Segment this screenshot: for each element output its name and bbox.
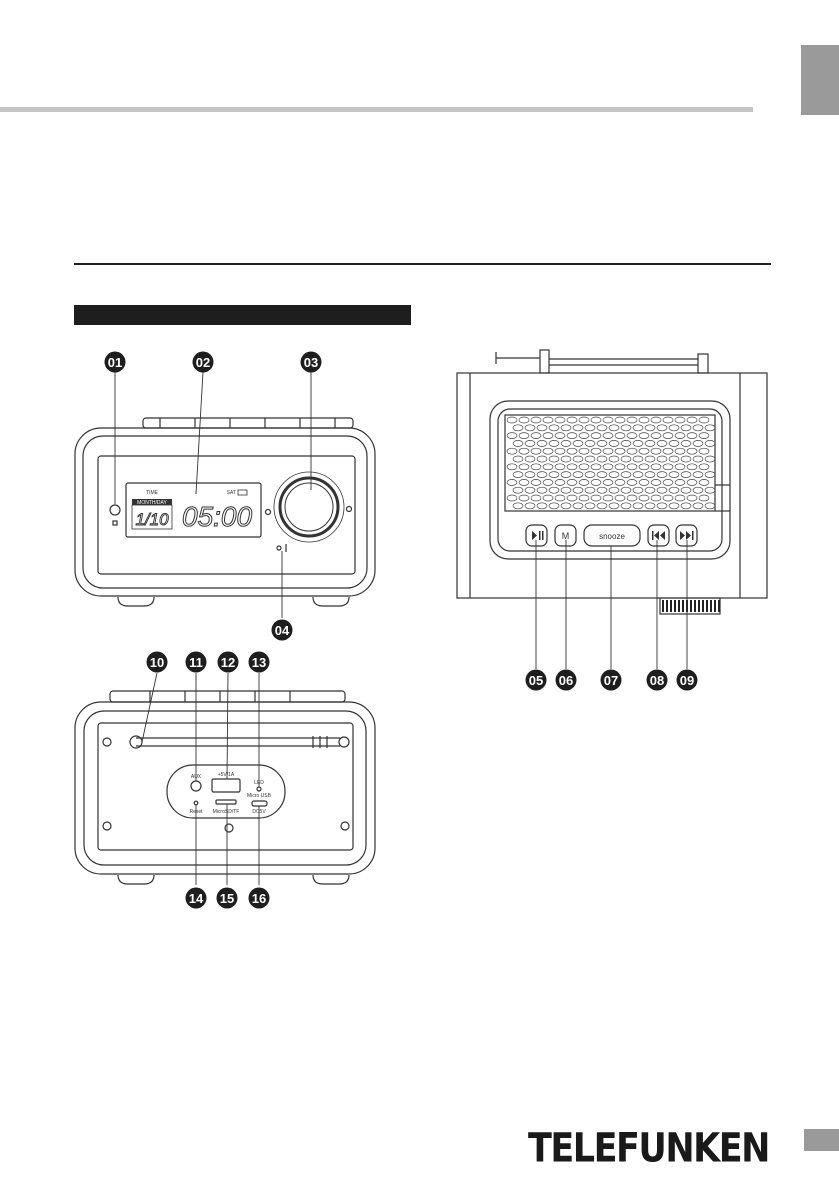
speaker-panel	[489, 400, 731, 560]
control-knob	[278, 476, 340, 538]
callout-16: 16	[248, 887, 270, 909]
callout-11: 11	[185, 651, 207, 673]
svg-text:08: 08	[650, 673, 664, 688]
front-body	[74, 427, 376, 597]
next-button[interactable]	[675, 524, 698, 547]
callout-02: 02	[192, 351, 214, 373]
front-view	[74, 417, 376, 607]
micro-usb-label: Micro USB	[247, 793, 272, 799]
svg-text:12: 12	[221, 655, 235, 670]
callout-13: 13	[248, 651, 270, 673]
lcd-date: 1/10	[135, 510, 169, 529]
usb-label: +5V/1A	[218, 772, 235, 778]
port-panel	[166, 764, 286, 819]
micro-sd-label: MicroSD/TF	[213, 809, 240, 815]
rear-body	[74, 701, 376, 875]
top-view	[456, 349, 768, 615]
month-day-box	[132, 499, 172, 505]
svg-text:11: 11	[189, 655, 203, 670]
callout-07: 07	[600, 669, 622, 691]
callout-12: 12	[217, 651, 239, 673]
header-rule	[0, 107, 753, 112]
reset-hole	[193, 800, 199, 806]
aux-jack	[190, 780, 202, 792]
lcd-time: 05:00	[182, 501, 252, 532]
svg-text:07: 07	[604, 673, 618, 688]
pause-icon	[539, 531, 541, 540]
svg-text:02: 02	[196, 355, 210, 370]
svg-text:04: 04	[275, 623, 290, 638]
callout-06: 06	[555, 669, 577, 691]
svg-text:14: 14	[189, 891, 204, 906]
lcd-time-label: TIME	[146, 490, 159, 496]
callout-09: 09	[676, 669, 698, 691]
next-icon	[680, 531, 685, 540]
callout-markers: 01 02 03 04 05 06 07 08 09 10 11 12 13 14 15 16	[104, 351, 698, 909]
callout-03: 03	[300, 351, 322, 373]
lcd-month-day-label: MONTH/DAY	[137, 500, 167, 506]
battery-icon	[237, 489, 248, 496]
svg-text:09: 09	[680, 673, 694, 688]
rear-view	[74, 690, 376, 885]
language-tab	[801, 45, 839, 115]
section-rule	[74, 263, 771, 265]
mode-button-label: M	[562, 531, 570, 541]
play-pause-button[interactable]	[525, 524, 548, 547]
usb-port	[211, 778, 241, 793]
light-sensor	[109, 504, 121, 516]
top-buttons	[142, 417, 354, 429]
leader-lines	[114, 371, 688, 885]
callout-05: 05	[525, 669, 547, 691]
callout-08: 08	[646, 669, 668, 691]
play-icon	[532, 531, 537, 540]
front-foot-left	[117, 596, 155, 607]
callout-04: 04	[271, 619, 293, 641]
lcd-screen	[125, 482, 262, 538]
callout-15: 15	[216, 887, 238, 909]
callout-10: 10	[146, 651, 168, 673]
section-title-bar	[74, 305, 411, 325]
svg-text:06: 06	[559, 673, 573, 688]
grille-holes	[506, 416, 716, 510]
svg-text:05: 05	[529, 673, 543, 688]
dc-port	[251, 800, 268, 807]
svg-text:10: 10	[150, 655, 164, 670]
svg-text:15: 15	[220, 891, 234, 906]
page-number-box	[804, 1129, 839, 1151]
mode-button[interactable]	[554, 524, 577, 547]
top-body	[456, 372, 768, 599]
svg-text:03: 03	[304, 355, 318, 370]
front-foot-right	[312, 596, 350, 607]
svg-text:16: 16	[252, 891, 266, 906]
micro-sd-slot	[215, 799, 237, 805]
snooze-button-label: snooze	[599, 532, 625, 541]
wheel-ridges	[662, 600, 720, 612]
speaker-grille	[504, 414, 716, 512]
top-antenna-base	[539, 349, 550, 374]
microphone	[276, 545, 282, 551]
lcd-day: SAT	[227, 490, 236, 496]
led-indicator	[256, 786, 262, 792]
svg-text:01: 01	[108, 355, 122, 370]
svg-text:13: 13	[252, 655, 266, 670]
callout-01: 01	[104, 351, 126, 373]
callout-14: 14	[185, 887, 207, 909]
prev-button[interactable]	[647, 524, 670, 547]
brand-logo: TELEFUNKEN	[528, 1126, 770, 1172]
snooze-button[interactable]	[583, 524, 641, 547]
prev-icon	[652, 531, 654, 540]
